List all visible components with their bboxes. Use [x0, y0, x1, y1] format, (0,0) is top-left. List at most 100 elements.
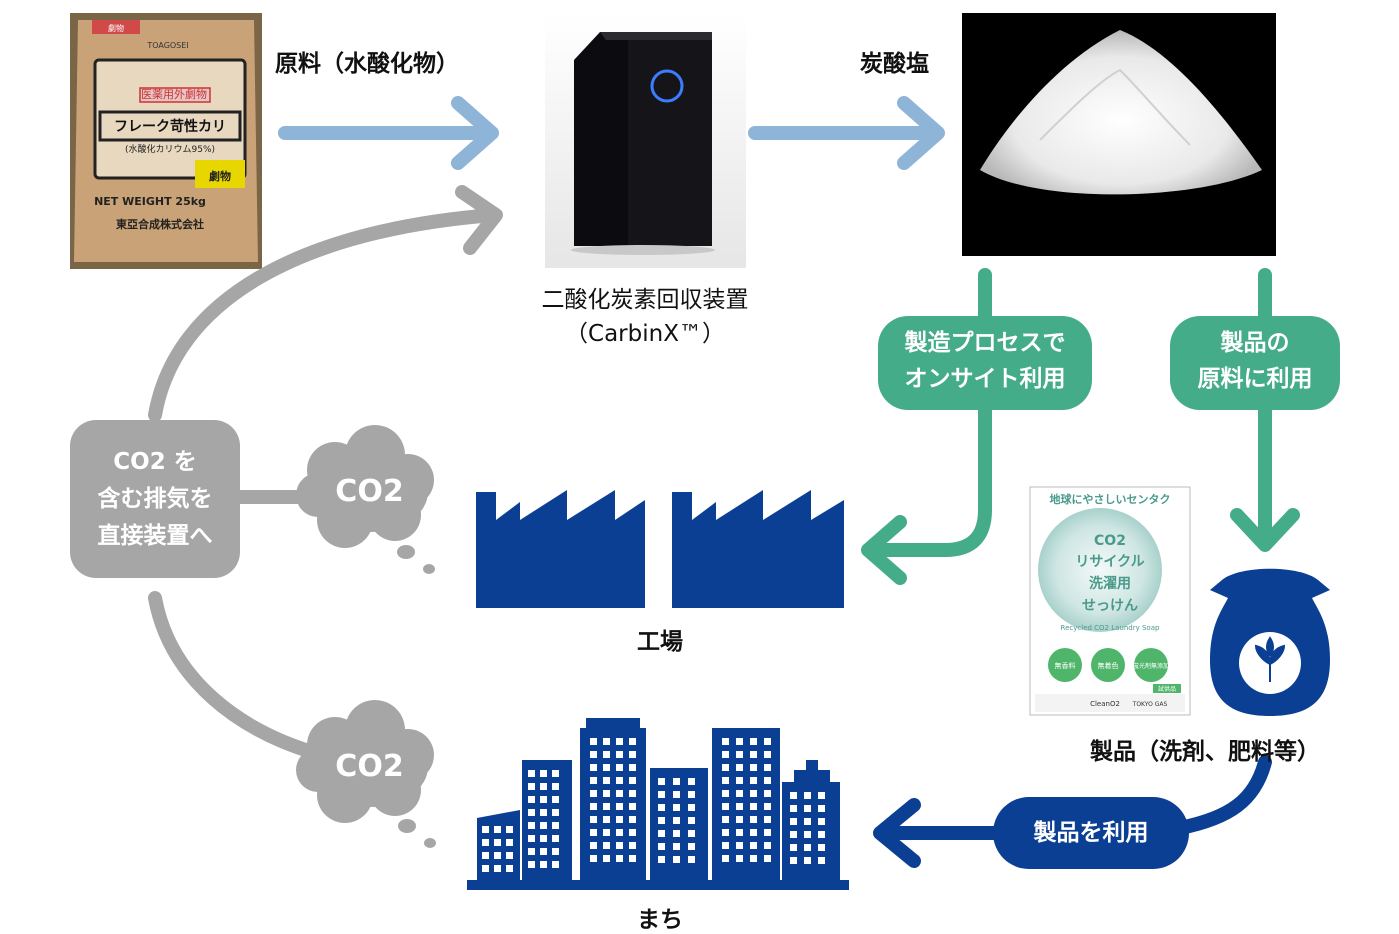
- building-window: [629, 751, 636, 758]
- material-use-pill: [1170, 316, 1340, 410]
- building-window: [818, 844, 825, 851]
- material-pill-line2: 原料に利用: [1197, 366, 1313, 392]
- building-window: [629, 842, 636, 849]
- device-label-line2: （CarbinX™）: [565, 321, 725, 347]
- building-window: [790, 857, 797, 864]
- carbinx-device-image: [545, 14, 746, 268]
- soap-brand1-text: CleanO2: [1090, 700, 1120, 708]
- building-window: [603, 816, 610, 823]
- co2-cloud-town: [296, 700, 436, 848]
- building-window: [764, 855, 771, 862]
- building-window: [804, 792, 811, 799]
- building-window: [750, 764, 757, 771]
- building-window: [722, 738, 729, 745]
- soap-line2-text: リサイクル: [1075, 554, 1144, 570]
- building-window: [616, 855, 623, 862]
- building-window: [540, 822, 547, 829]
- building-window: [540, 835, 547, 842]
- building-window: [616, 829, 623, 836]
- building-window: [750, 751, 757, 758]
- arrow-carbonate-to-factory: [861, 268, 992, 585]
- building-window: [736, 842, 743, 849]
- building-window: [616, 751, 623, 758]
- bag-stamp-text: 劇物: [209, 169, 231, 183]
- soap-badge1-text: 無香料: [1055, 661, 1076, 670]
- factory-icon: [476, 490, 844, 608]
- building-window: [528, 770, 535, 777]
- building-window: [506, 826, 513, 833]
- building-window: [603, 751, 610, 758]
- building-window: [616, 803, 623, 810]
- exhaust-pill-line2: 含む排気を: [97, 486, 213, 512]
- bag-badge-text: 医薬用外劇物: [141, 87, 207, 101]
- building-window: [590, 738, 597, 745]
- building-window: [764, 842, 771, 849]
- arrow-exhaust-to-device: [148, 185, 503, 422]
- building-window: [673, 856, 680, 863]
- building-window: [804, 805, 811, 812]
- building-window: [818, 805, 825, 812]
- building-window: [750, 777, 757, 784]
- soap-line3-text: 洗濯用: [1089, 575, 1131, 592]
- building-window: [736, 738, 743, 745]
- building-window: [629, 777, 636, 784]
- building-window: [804, 818, 811, 825]
- building-window: [629, 738, 636, 745]
- building-window: [673, 791, 680, 798]
- building-window: [629, 764, 636, 771]
- soap-line1-text: CO2: [1094, 533, 1126, 549]
- building-window: [688, 804, 695, 811]
- building-window: [482, 852, 489, 859]
- building-window: [736, 764, 743, 771]
- building-window: [790, 818, 797, 825]
- building-window: [750, 803, 757, 810]
- building-window: [528, 861, 535, 868]
- building-window: [603, 842, 610, 849]
- building-window: [764, 738, 771, 745]
- building-window: [764, 829, 771, 836]
- building-window: [540, 848, 547, 855]
- raw-material-bag-image: [70, 13, 262, 269]
- building-window: [590, 829, 597, 836]
- soap-badge3-text: 蛍光剤無添加: [1133, 662, 1169, 670]
- building-window: [494, 852, 501, 859]
- building-window: [750, 855, 757, 862]
- building-window: [590, 855, 597, 862]
- building-window: [750, 829, 757, 836]
- device-label-line1: 二酸化炭素回収装置: [541, 287, 749, 313]
- building-windows: [482, 738, 825, 872]
- use-products-pill: [993, 797, 1189, 869]
- building-window: [764, 803, 771, 810]
- building-window: [736, 777, 743, 784]
- bag-brand-text: TOAGOSEI: [146, 41, 188, 50]
- building-window: [506, 852, 513, 859]
- building-window: [629, 829, 636, 836]
- building-window: [494, 826, 501, 833]
- building-window: [603, 790, 610, 797]
- onsite-use-pill: [878, 316, 1092, 410]
- building-window: [552, 835, 559, 842]
- building-window: [736, 803, 743, 810]
- soap-tag-text: 試供品: [1158, 685, 1176, 693]
- onsite-pill-line1: 製造プロセスで: [904, 330, 1066, 356]
- building-window: [658, 791, 665, 798]
- arrow-raw-to-device: [278, 96, 499, 170]
- building-window: [540, 783, 547, 790]
- building-window: [590, 777, 597, 784]
- building-window: [552, 783, 559, 790]
- building-window: [804, 857, 811, 864]
- co2-cloud-factory: [296, 425, 435, 574]
- building-window: [603, 764, 610, 771]
- building-window: [673, 817, 680, 824]
- building-window: [790, 831, 797, 838]
- building-window: [736, 790, 743, 797]
- building-window: [528, 796, 535, 803]
- building-window: [658, 804, 665, 811]
- material-pill-line1: 製品の: [1220, 330, 1290, 356]
- bag-maker-text: 東亞合成株式会社: [116, 217, 204, 231]
- building-window: [722, 842, 729, 849]
- building-window: [673, 843, 680, 850]
- building-window: [790, 805, 797, 812]
- building-window: [750, 816, 757, 823]
